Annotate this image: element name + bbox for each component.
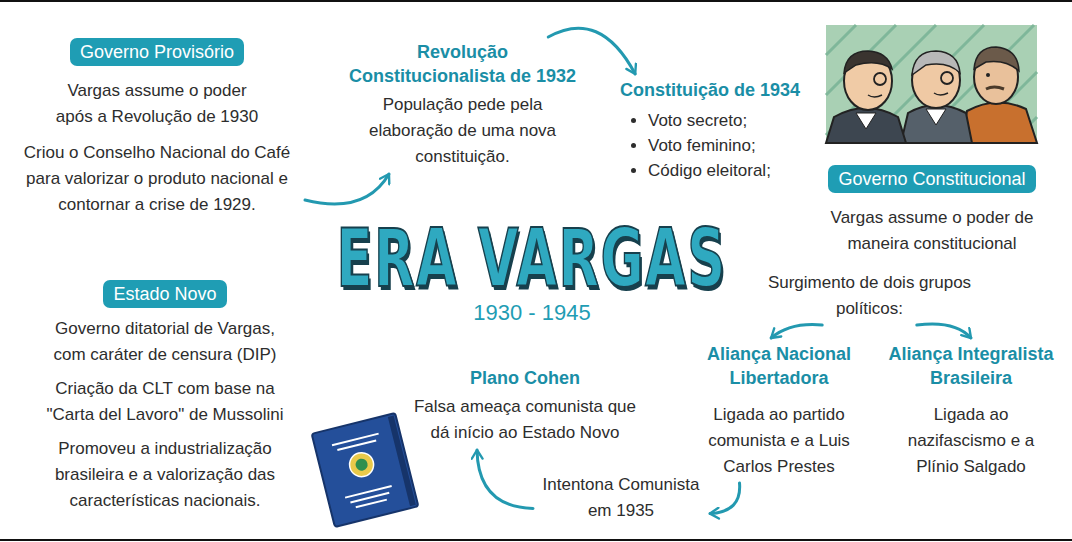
booklet-cover: [312, 413, 419, 527]
flow-arrow: [305, 174, 389, 204]
flow-arrow: [771, 325, 822, 338]
frame-line: [0, 539, 1072, 541]
flow-arrow: [917, 324, 971, 338]
figure-mouth: [868, 95, 882, 97]
topic-box: Surgimento de dois grupos políticos:: [762, 270, 977, 322]
figure-hair: [844, 51, 892, 73]
diagram-title: ERA VARGAS: [337, 214, 727, 304]
topic-text: Ligada ao partido comunista e a Luis Car…: [703, 402, 855, 480]
figure-collar: [856, 113, 876, 129]
figure-hair: [912, 51, 960, 75]
booklet-spine: [388, 415, 416, 506]
portrait-illustration: [826, 25, 1037, 143]
figure-head: [912, 52, 960, 108]
work-booklet-illustration: [312, 413, 419, 527]
heading-row: Governo Constitucional: [812, 165, 1052, 193]
bullet-item: Voto feminino;: [648, 133, 810, 158]
topic-text: Criou o Conselho Nacional do Café para v…: [12, 140, 302, 218]
topic-box: Revolução Constitucionalista de 1932Popu…: [340, 40, 585, 170]
figure-body: [826, 108, 906, 143]
figure-body: [961, 102, 1037, 143]
topic-text: Intentona Comunista em 1935: [536, 472, 706, 524]
bullet-item: Voto secreto;: [648, 108, 810, 133]
topic-heading: Revolução Constitucionalista de 1932: [340, 40, 585, 88]
hatch-lines: [826, 25, 1037, 143]
frame-line: [0, 0, 1072, 2]
topic-box: Governo ProvisórioVargas assume o poder …: [12, 38, 302, 218]
topic-text: Criação da CLT com base na "Carta del La…: [40, 376, 290, 428]
section-pill: Governo Constitucional: [828, 165, 1035, 193]
topic-box: Estado NovoGoverno ditatorial de Vargas,…: [40, 280, 290, 514]
topic-text: População pede pela elaboração de uma no…: [360, 92, 565, 170]
flow-arrow: [477, 450, 533, 508]
portrait-ground: [826, 25, 1037, 143]
bullet-list: Voto secreto;Voto feminino;Código eleito…: [620, 108, 810, 183]
topic-box: Plano CohenFalsa ameaça comunista que dá…: [405, 366, 645, 446]
topic-text: Promoveu a industrialização brasileira e…: [40, 436, 290, 514]
topic-heading: Aliança Nacional Libertadora: [700, 342, 858, 390]
heading-row: Estado Novo: [40, 280, 290, 308]
topic-box: Aliança Nacional LibertadoraLigada ao pa…: [700, 342, 858, 480]
figure-mustache: [986, 87, 1004, 89]
section-pill: Governo Provisório: [70, 38, 244, 66]
figure-hair: [974, 47, 1019, 71]
topic-heading: Constituição de 1934: [620, 78, 810, 102]
booklet-lines: [332, 434, 395, 510]
booklet-emblem: [354, 457, 369, 472]
flow-arrow: [710, 483, 740, 514]
topic-box: Aliança Integralista BrasileiraLigada ao…: [882, 342, 1060, 480]
topic-text: Governo ditatorial de Vargas, com caráte…: [40, 316, 290, 368]
figure-collar: [926, 109, 946, 125]
figure-body: [901, 105, 972, 143]
topic-box: Intentona Comunista em 1935: [536, 472, 706, 524]
topic-heading: Aliança Integralista Brasileira: [882, 342, 1060, 390]
figure-glasses: [941, 72, 953, 84]
topic-heading: Plano Cohen: [405, 366, 645, 390]
booklet-emblem: [347, 450, 376, 479]
figure-mouth: [934, 93, 948, 95]
figure-glasses: [874, 73, 886, 85]
topic-box: Governo ConstitucionalVargas assume o po…: [812, 165, 1052, 257]
topic-text: Vargas assume o poder após a Revolução d…: [51, 78, 263, 130]
figure-eye: [986, 73, 990, 77]
topic-text: Vargas assume o poder de maneira constit…: [821, 205, 1043, 257]
section-pill: Estado Novo: [103, 280, 226, 308]
topic-text: Falsa ameaça comunista que dá início ao …: [405, 394, 645, 446]
topic-text: Ligada ao nazifascismo e a Plínio Salgad…: [903, 402, 1039, 480]
topic-box: Constituição de 1934Voto secreto;Voto fe…: [620, 78, 810, 183]
topic-text: Surgimento de dois grupos políticos:: [762, 270, 977, 322]
bullet-item: Código eleitoral;: [648, 158, 810, 183]
figure-head: [844, 52, 892, 110]
heading-row: Governo Provisório: [12, 38, 302, 66]
